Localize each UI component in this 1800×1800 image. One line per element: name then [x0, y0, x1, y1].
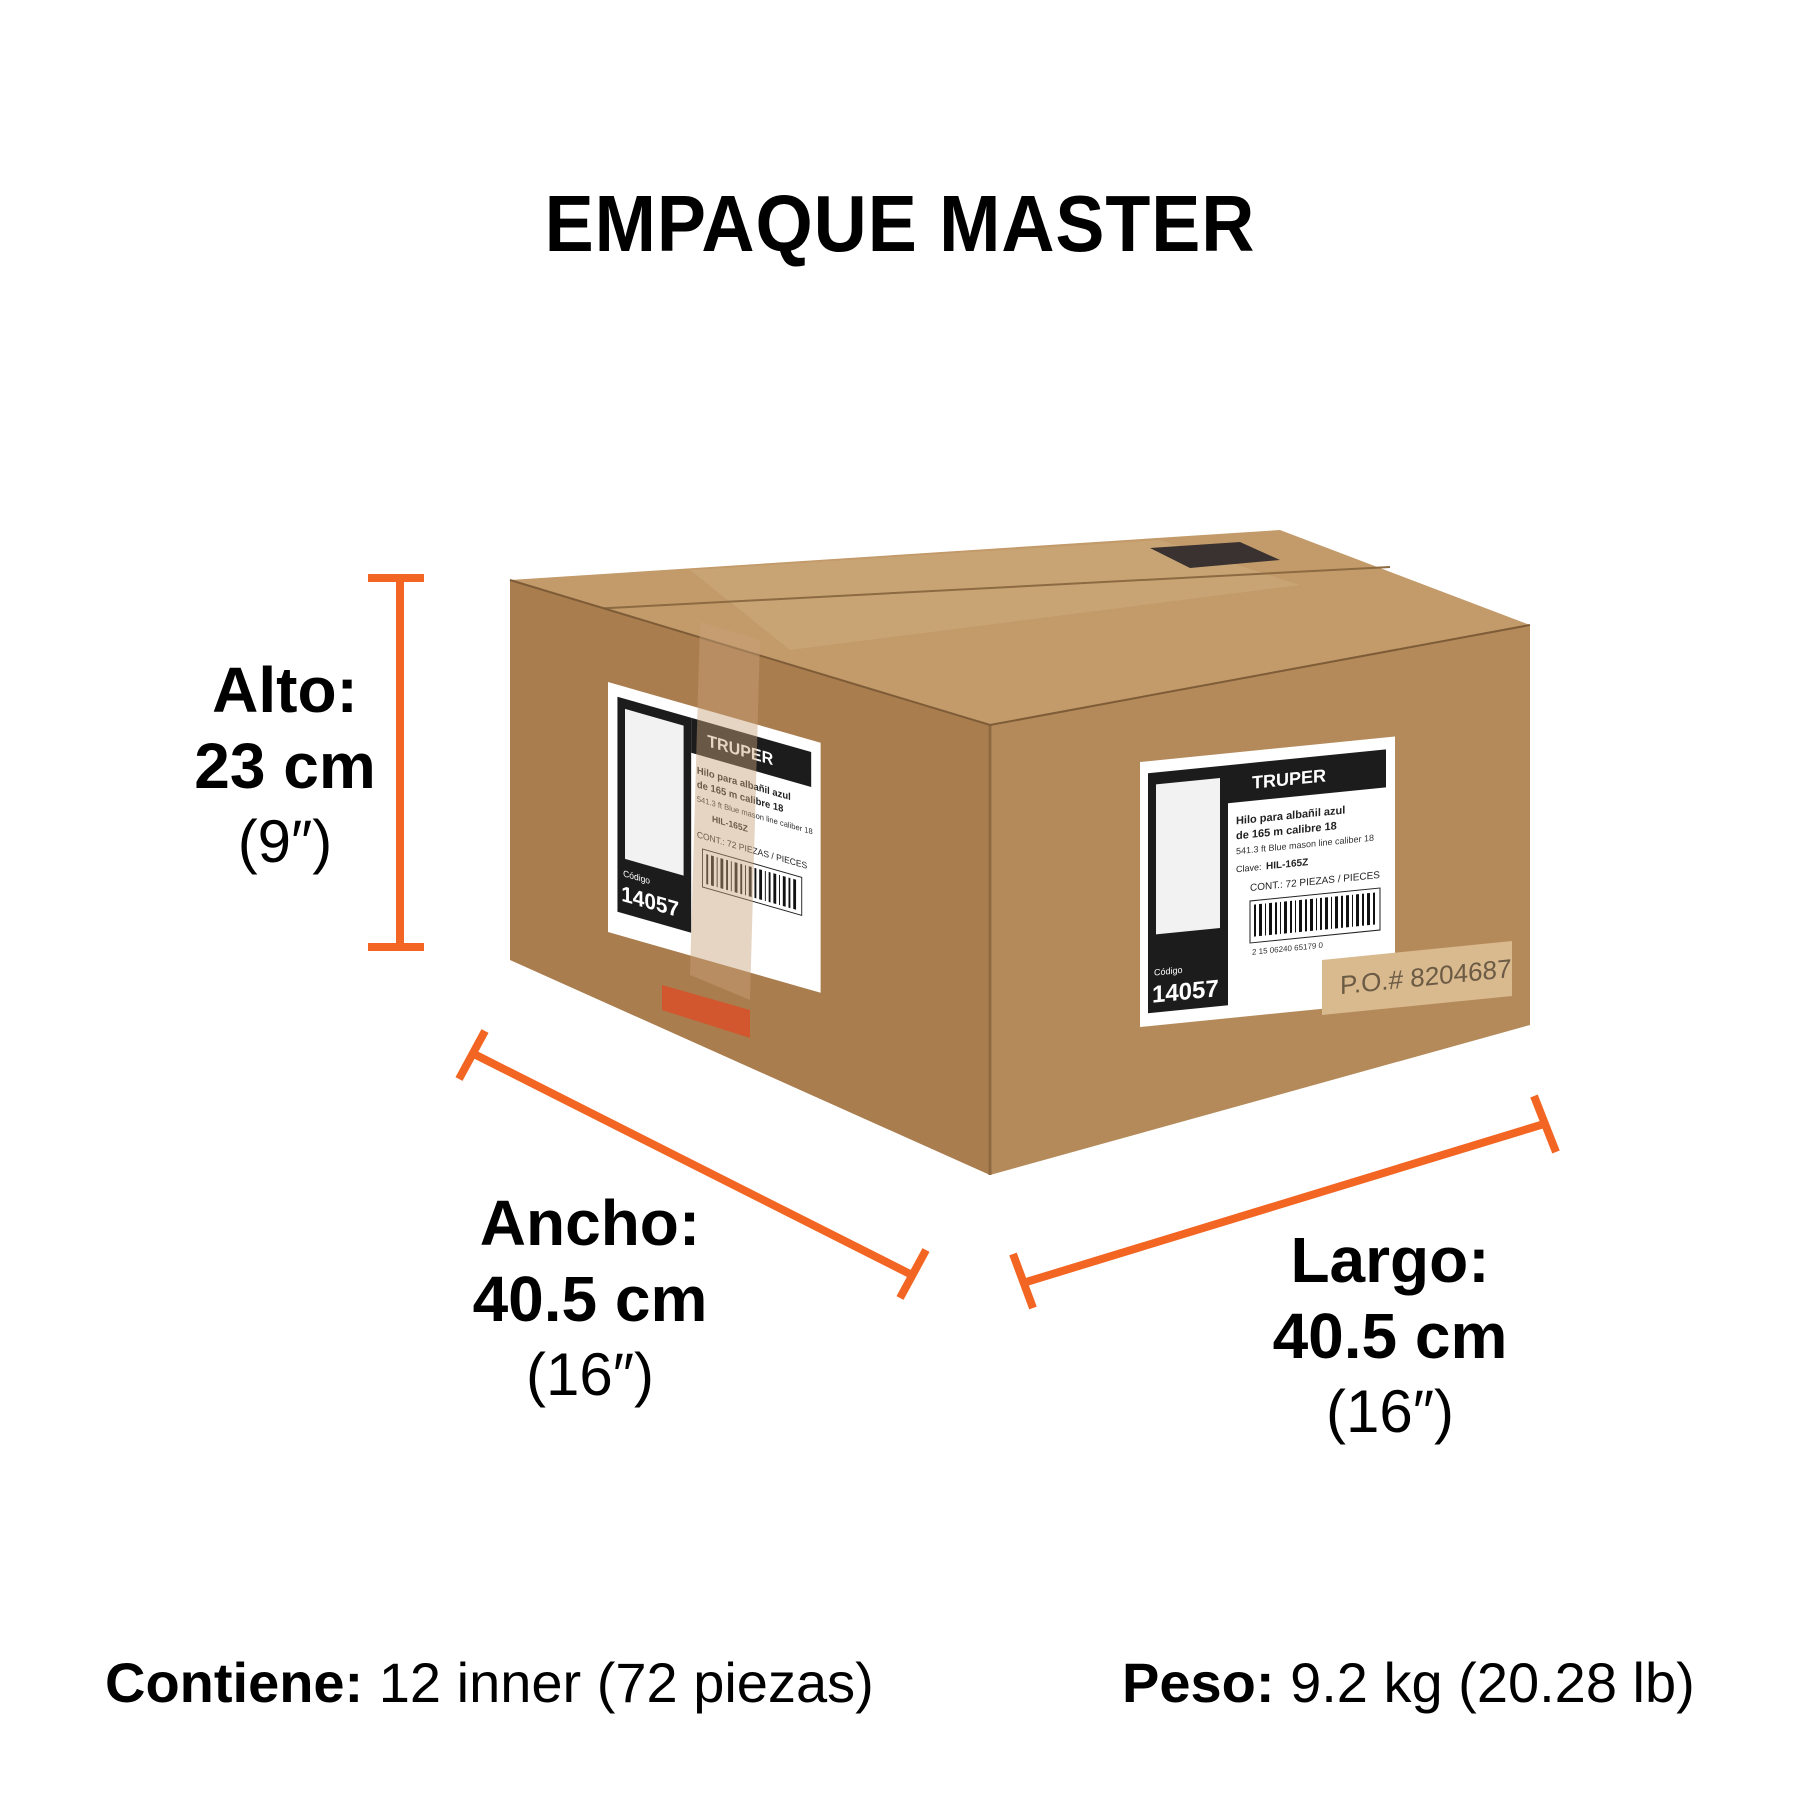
left-barcode — [706, 854, 797, 910]
width-value: 40.5 cm — [472, 1263, 708, 1335]
length-label: Largo: — [1290, 1224, 1490, 1296]
height-dimension: Alto: 23 cm (9″) — [175, 652, 395, 880]
po-sticker: P.O.# 8204687 — [1322, 940, 1512, 1015]
contents-label: Contiene: — [105, 1651, 364, 1714]
width-dimension: Ancho: 40.5 cm (16″) — [440, 1185, 740, 1413]
ancho-cap-right — [896, 1248, 930, 1300]
contents-info: Contiene: 12 inner (72 piezas) — [105, 1650, 874, 1715]
width-inches: (16″) — [526, 1341, 654, 1408]
svg-text:Código: Código — [1154, 965, 1183, 978]
right-label-code: 14057 — [1152, 975, 1219, 1009]
right-product-label: TRUPER Hilo para albañil azul de 165 m c… — [1140, 736, 1395, 1027]
svg-text:Clave:: Clave: — [1236, 862, 1261, 875]
ancho-cap-left — [455, 1029, 489, 1081]
dimension-lines — [368, 574, 1560, 1310]
largo-line — [1021, 1120, 1546, 1287]
largo-cap-right — [1530, 1094, 1560, 1154]
page-title: EMPAQUE MASTER — [544, 179, 1256, 268]
length-inches: (16″) — [1326, 1378, 1454, 1445]
right-barcode — [1254, 892, 1375, 937]
largo-cap-left — [1009, 1252, 1037, 1310]
left-product-label: TRUPER Hilo para albañil azul de 165 m c… — [608, 682, 821, 993]
length-dimension: Largo: 40.5 cm (16″) — [1240, 1222, 1540, 1450]
ancho-line — [470, 1049, 914, 1279]
height-inches: (9″) — [237, 808, 333, 875]
weight-value: 9.2 kg (20.28 lb) — [1290, 1651, 1695, 1714]
weight-info: Peso: 9.2 kg (20.28 lb) — [1122, 1650, 1695, 1715]
orange-sticker — [662, 985, 750, 1038]
tape-strip — [690, 540, 1300, 650]
contents-value: 12 inner (72 piezas) — [378, 1651, 874, 1714]
length-value: 40.5 cm — [1272, 1300, 1508, 1372]
top-sticker — [1150, 542, 1280, 568]
weight-label: Peso: — [1122, 1651, 1275, 1714]
height-label: Alto: — [212, 654, 358, 726]
height-value: 23 cm — [194, 730, 376, 802]
width-label: Ancho: — [479, 1187, 701, 1259]
svg-text:HIL-165Z: HIL-165Z — [1266, 857, 1308, 872]
